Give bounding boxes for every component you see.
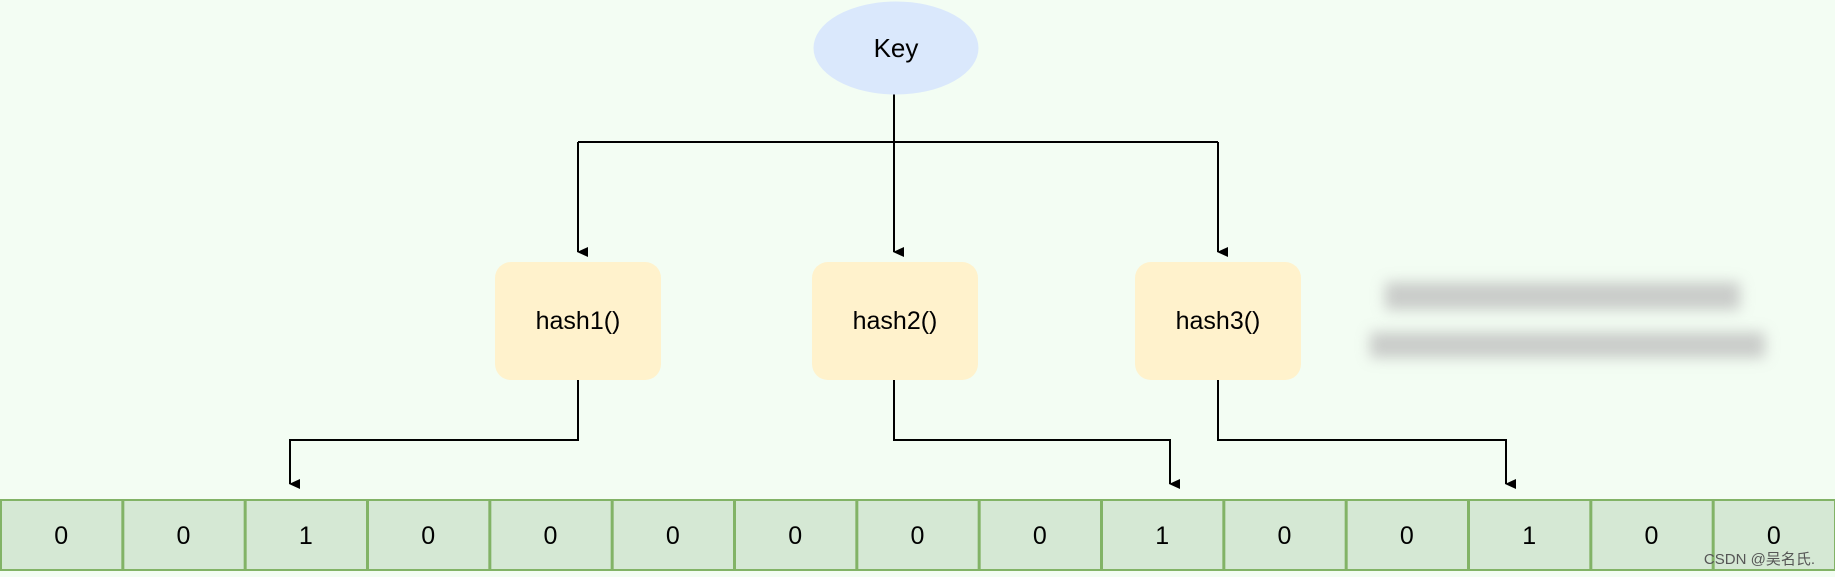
bit-cell-box xyxy=(1468,499,1592,571)
bit-array: 0 0 1 0 0 0 0 0 0 1 0 0 1 0 0 xyxy=(0,499,1835,571)
hash2-box xyxy=(812,262,978,380)
bit-cell-value: 0 xyxy=(54,522,68,550)
bit-cell-box xyxy=(1712,499,1835,571)
csdn-watermark: CSDN @吴名氏. xyxy=(1703,551,1815,568)
bit-cell-value: 1 xyxy=(299,522,313,550)
bit-cell: 0 xyxy=(856,499,980,571)
hash3-label: hash3() xyxy=(1176,307,1261,335)
bit-cell-box xyxy=(611,499,736,571)
key-node: Key xyxy=(813,1,979,95)
key-to-hash-edges xyxy=(577,94,1228,257)
bit-cell-box xyxy=(1101,499,1225,571)
bit-cell-value: 0 xyxy=(788,522,802,550)
hash2-node: hash2() xyxy=(812,262,978,380)
bit-cell: 0 xyxy=(1345,499,1469,571)
hash-to-bit-edges xyxy=(289,380,1516,489)
hash2-label: hash2() xyxy=(853,307,938,335)
bit-cell-value: 0 xyxy=(1400,522,1414,550)
bit-cell-value: 0 xyxy=(1767,522,1781,550)
bit-cell: 0 xyxy=(489,499,613,571)
bit-cell: 0 xyxy=(1590,499,1714,571)
bit-cell: 0 xyxy=(0,499,124,571)
bit-cell-value: 0 xyxy=(911,522,925,550)
bit-cell-value: 0 xyxy=(1033,522,1047,550)
key-ellipse xyxy=(813,1,979,95)
bit-cell-box xyxy=(978,499,1103,571)
hash1-node: hash1() xyxy=(495,262,661,380)
bit-cell-box xyxy=(1345,499,1469,571)
bit-cell-value: 0 xyxy=(1645,522,1659,550)
bit-cell-box xyxy=(1223,499,1347,571)
bit-cell-value: 0 xyxy=(1278,522,1292,550)
hash3-box xyxy=(1135,262,1301,380)
bit-cell: 0 xyxy=(978,499,1103,571)
bit-cell: 0 xyxy=(367,499,491,571)
redacted-text-line-1 xyxy=(1385,282,1740,310)
hash1-label: hash1() xyxy=(536,307,621,335)
bit-cell-value: 1 xyxy=(1522,522,1536,550)
redacted-text-line-2 xyxy=(1370,332,1765,358)
bit-cell: 0 xyxy=(734,499,858,571)
key-label: Key xyxy=(874,33,919,63)
bit-cell-value: 1 xyxy=(1155,522,1169,550)
hash1-box xyxy=(495,262,661,380)
edge-hash2-to-bit xyxy=(893,380,1180,489)
edge-hash3-to-bit xyxy=(1217,380,1516,489)
bit-cell-value: 0 xyxy=(421,522,435,550)
bit-cell-value: 0 xyxy=(177,522,191,550)
edge-hash1-to-bit xyxy=(289,380,579,489)
bit-cell-value: 0 xyxy=(666,522,680,550)
bit-cell: 1 xyxy=(244,499,369,571)
bit-cell-value: 0 xyxy=(544,522,558,550)
bit-cell: 0 xyxy=(122,499,246,571)
bit-cell-box xyxy=(244,499,369,571)
bit-cell-box xyxy=(489,499,613,571)
hash3-node: hash3() xyxy=(1135,262,1301,380)
bit-cell-box xyxy=(856,499,980,571)
bit-cell: 0 xyxy=(1223,499,1347,571)
bit-cell: 0 xyxy=(611,499,736,571)
bit-cell-box xyxy=(734,499,858,571)
bit-cell-box xyxy=(0,499,124,571)
bit-cell: 1 xyxy=(1468,499,1592,571)
bit-cell: 1 xyxy=(1101,499,1225,571)
bit-cell: 0 xyxy=(1712,499,1835,571)
bit-cell-box xyxy=(122,499,246,571)
